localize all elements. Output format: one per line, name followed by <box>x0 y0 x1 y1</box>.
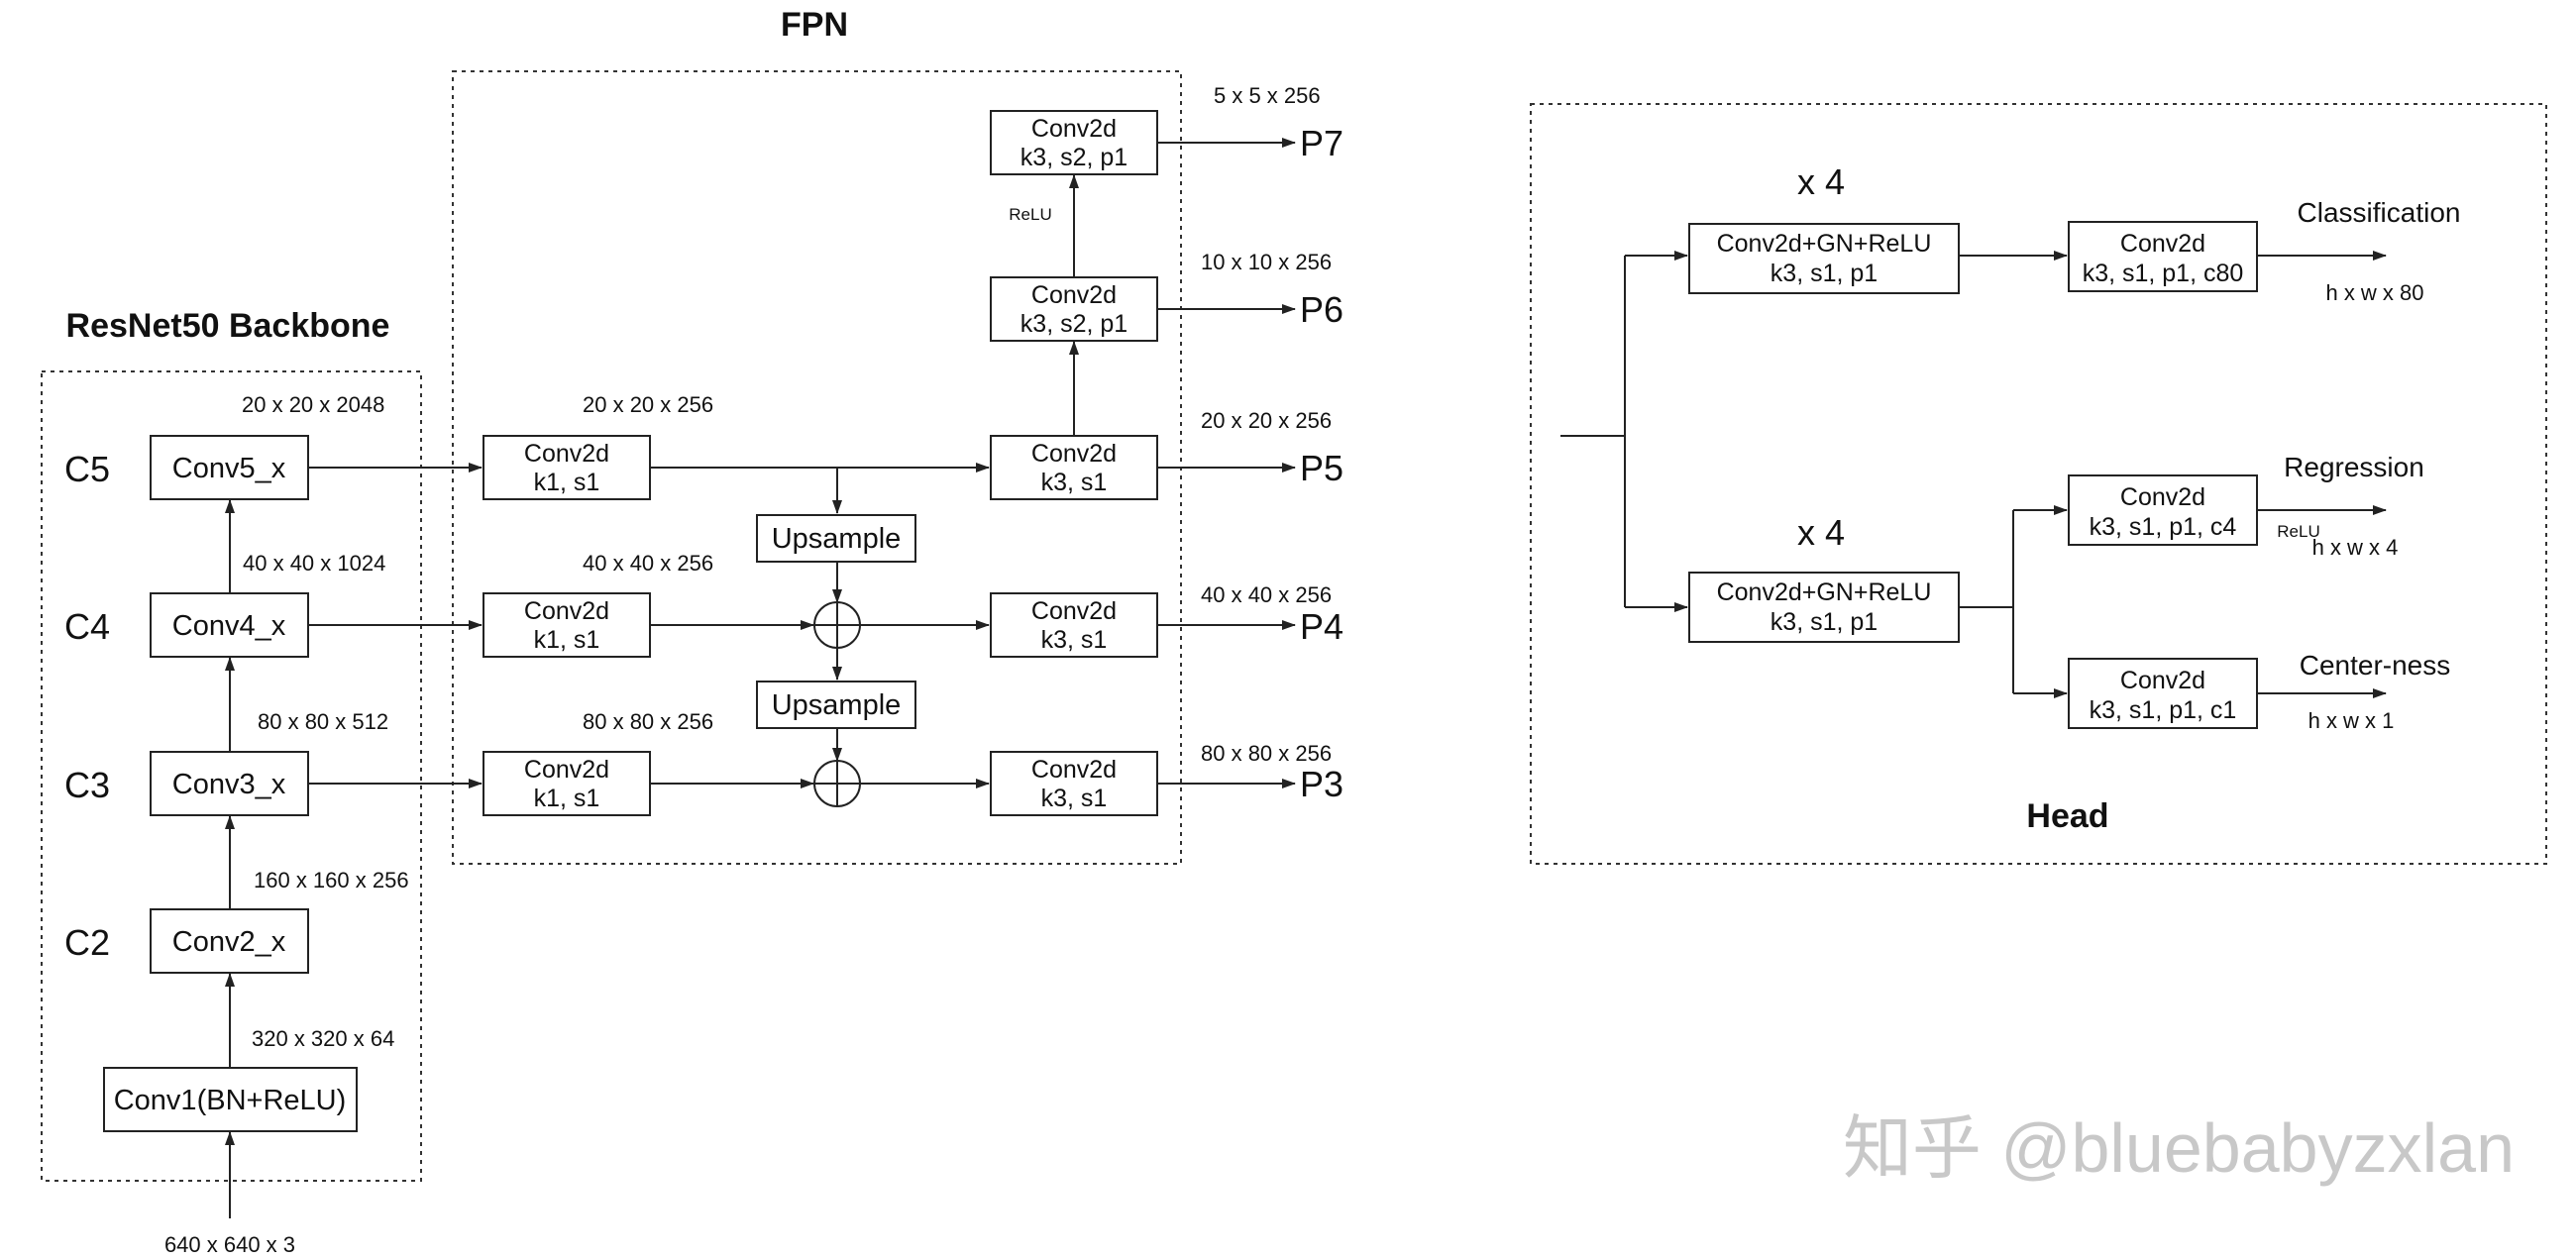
reg-conv-box <box>2068 474 2258 546</box>
p7-conv-line1: Conv2d <box>1031 115 1117 143</box>
head-group <box>1530 103 2547 865</box>
conv5-label: Conv5_x <box>172 453 286 484</box>
lateral-conv-c4-line2: k1, s1 <box>534 626 600 654</box>
p6-level-label: P6 <box>1300 289 1343 330</box>
lateral-conv-c4-box <box>483 592 651 658</box>
conv4-out-dim: 40 x 40 x 1024 <box>243 551 385 576</box>
p7-conv-box <box>990 110 1158 175</box>
conv5-out-dim: 20 x 20 x 2048 <box>242 392 384 417</box>
p7-out-dim: 5 x 5 x 256 <box>1214 83 1321 108</box>
p7-conv-line2: k3, s2, p1 <box>1020 144 1127 171</box>
smooth-conv-p4-line2: k3, s1 <box>1041 626 1108 654</box>
cls-output-dim: h x w x 80 <box>2325 280 2423 305</box>
lateral-c3-out-dim: 80 x 80 x 256 <box>583 709 713 734</box>
c2-level-label: C2 <box>64 922 110 963</box>
head-title: Head <box>2026 797 2108 835</box>
conv1-out-dim: 320 x 320 x 64 <box>252 1026 394 1051</box>
conv3-out-dim: 80 x 80 x 512 <box>258 709 388 734</box>
upsample-2-box <box>756 681 916 729</box>
upsample-1-label: Upsample <box>772 523 902 555</box>
lateral-conv-c4-line1: Conv2d <box>524 597 609 625</box>
ctr-output-dim: h x w x 1 <box>2308 708 2395 733</box>
reg-conv-line1: Conv2d <box>2120 483 2205 511</box>
conv2-label: Conv2_x <box>172 926 286 958</box>
p5-out-dim: 20 x 20 x 256 <box>1201 408 1332 433</box>
smooth-conv-p3-line2: k3, s1 <box>1041 785 1108 812</box>
conv3-label: Conv3_x <box>172 769 286 800</box>
ctr-conv-box <box>2068 658 2258 729</box>
smooth-conv-p3-box <box>990 751 1158 816</box>
cls-tower-line2: k3, s1, p1 <box>1771 260 1878 287</box>
cls-tower-line1: Conv2d+GN+ReLU <box>1717 230 1932 258</box>
smooth-conv-p5-box <box>990 435 1158 500</box>
reg-tower-repeat: x 4 <box>1797 512 1845 553</box>
lateral-conv-c5-line1: Conv2d <box>524 440 609 468</box>
lateral-conv-c3-box <box>483 751 651 816</box>
p6-out-dim: 10 x 10 x 256 <box>1201 250 1332 274</box>
p6-conv-line2: k3, s2, p1 <box>1020 310 1127 338</box>
lateral-conv-c5-line2: k1, s1 <box>534 469 600 496</box>
p7-level-label: P7 <box>1300 123 1343 163</box>
reg-tower-box <box>1688 572 1960 643</box>
cls-conv-line2: k3, s1, p1, c80 <box>2083 260 2244 287</box>
conv2-out-dim: 160 x 160 x 256 <box>254 868 409 892</box>
smooth-conv-p3-line1: Conv2d <box>1031 756 1117 784</box>
ctr-conv-line1: Conv2d <box>2120 667 2205 694</box>
lateral-conv-c3-line2: k1, s1 <box>534 785 600 812</box>
cls-conv-line1: Conv2d <box>2120 230 2205 258</box>
conv4-box <box>150 592 309 658</box>
backbone-title: ResNet50 Backbone <box>66 307 390 345</box>
p6-conv-line1: Conv2d <box>1031 281 1117 309</box>
c4-level-label: C4 <box>64 606 110 647</box>
smooth-conv-p4-box <box>990 592 1158 658</box>
lateral-conv-c3-line1: Conv2d <box>524 756 609 784</box>
p5-level-label: P5 <box>1300 448 1343 488</box>
p3-level-label: P3 <box>1300 764 1343 804</box>
lateral-conv-c5-box <box>483 435 651 500</box>
p3-out-dim: 80 x 80 x 256 <box>1201 741 1332 766</box>
reg-tower-line2: k3, s1, p1 <box>1771 608 1878 636</box>
conv5-box <box>150 435 309 500</box>
conv4-label: Conv4_x <box>172 610 286 642</box>
lateral-c5-out-dim: 20 x 20 x 256 <box>583 392 713 417</box>
reg-output-name: Regression <box>2284 452 2424 482</box>
cls-tower-repeat: x 4 <box>1797 161 1845 202</box>
c5-level-label: C5 <box>64 449 110 489</box>
fpn-title: FPN <box>781 6 848 44</box>
smooth-conv-p5-line1: Conv2d <box>1031 440 1117 468</box>
ctr-output-name: Center-ness <box>2300 650 2451 681</box>
cls-conv-box <box>2068 221 2258 292</box>
backbone-group <box>41 370 422 1182</box>
reg-conv-line2: k3, s1, p1, c4 <box>2090 513 2237 541</box>
upsample-2-label: Upsample <box>772 689 902 721</box>
watermark: 知乎 @bluebabyzxlan <box>1843 1109 2515 1187</box>
p4-level-label: P4 <box>1300 606 1343 647</box>
reg-tower-line1: Conv2d+GN+ReLU <box>1717 578 1932 606</box>
upsample-1-box <box>756 514 916 563</box>
input-dim-label: 640 x 640 x 3 <box>164 1232 295 1257</box>
conv1-box <box>103 1067 358 1132</box>
p6-conv-box <box>990 276 1158 342</box>
conv3-box <box>150 751 309 816</box>
ctr-conv-line2: k3, s1, p1, c1 <box>2090 696 2237 724</box>
cls-output-name: Classification <box>2298 197 2461 228</box>
c3-level-label: C3 <box>64 765 110 805</box>
smooth-conv-p4-line1: Conv2d <box>1031 597 1117 625</box>
smooth-conv-p5-line2: k3, s1 <box>1041 469 1108 496</box>
reg-output-dim: h x w x 4 <box>2312 535 2399 560</box>
cls-tower-box <box>1688 223 1960 294</box>
relu-label-fpn: ReLU <box>1009 205 1051 224</box>
p4-out-dim: 40 x 40 x 256 <box>1201 582 1332 607</box>
lateral-c4-out-dim: 40 x 40 x 256 <box>583 551 713 576</box>
conv1-label: Conv1(BN+ReLU) <box>114 1085 347 1116</box>
relu-label-head: ReLU <box>2277 522 2319 541</box>
